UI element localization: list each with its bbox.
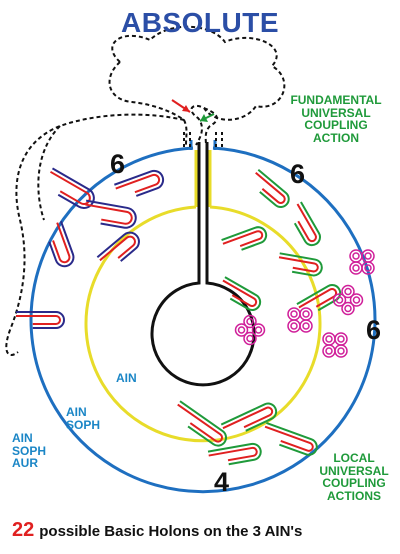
title-absolute: ABSOLUTE bbox=[121, 7, 279, 38]
count-right: 6 bbox=[366, 315, 382, 345]
holon-loop bbox=[293, 201, 321, 247]
footer-text: possible Basic Holons on the 3 AIN's bbox=[39, 523, 303, 540]
holon-loop bbox=[222, 276, 262, 311]
ain-soph-aur-line-3: AUR bbox=[12, 456, 38, 471]
holon-loops bbox=[16, 167, 375, 466]
holon-loop bbox=[48, 220, 75, 268]
holon-loop bbox=[177, 400, 227, 447]
ain-soph-aur-line-2: SOPH bbox=[12, 443, 47, 458]
inner-ring bbox=[84, 205, 322, 443]
ain-soph-aur-label: AIN SOPH AUR bbox=[12, 432, 46, 470]
count-bottom: 4 bbox=[214, 467, 230, 497]
nucleus bbox=[150, 142, 256, 387]
channel-dotted-tops bbox=[183, 132, 223, 150]
green-arrow-icon bbox=[199, 113, 215, 122]
local-coupling-label: LOCAL UNIVERSAL COUPLING ACTIONS bbox=[314, 452, 394, 502]
holon-loop bbox=[278, 252, 323, 277]
ain-soph-line-1: AIN bbox=[66, 405, 87, 419]
footer-number: 22 bbox=[12, 519, 35, 541]
magenta-holon bbox=[349, 249, 375, 275]
local-line-2: UNIVERSAL bbox=[319, 463, 389, 478]
holon-loop bbox=[221, 226, 268, 251]
fundamental-coupling-label: FUNDAMENTAL UNIVERSAL COUPLING ACTION bbox=[272, 94, 400, 144]
magenta-holon bbox=[332, 284, 364, 316]
ain-soph-aur-line-1: AIN bbox=[12, 431, 33, 445]
absolute-cloud-outline bbox=[5, 25, 286, 357]
fundamental-line-2: UNIVERSAL bbox=[301, 105, 371, 120]
ain-soph-line-2: SOPH bbox=[66, 417, 101, 432]
holon-loop bbox=[16, 311, 65, 329]
holon-loop bbox=[255, 168, 290, 208]
magenta-holon bbox=[322, 332, 348, 358]
magenta-holon bbox=[287, 307, 313, 333]
ain-soph-label: AIN SOPH bbox=[66, 406, 100, 431]
local-line-1: LOCAL bbox=[333, 451, 375, 465]
local-line-4: ACTIONS bbox=[327, 488, 381, 503]
red-arrow-icon bbox=[171, 99, 191, 113]
count-upper-right: 6 bbox=[290, 159, 306, 189]
holon-loop bbox=[96, 231, 140, 262]
outer-ring bbox=[29, 146, 377, 494]
fundamental-line-4: ACTION bbox=[313, 130, 359, 145]
absolute-cloud-inner bbox=[203, 107, 218, 146]
holon-loop bbox=[114, 169, 165, 197]
fundamental-line-1: FUNDAMENTAL bbox=[290, 93, 382, 107]
fundamental-line-3: COUPLING bbox=[304, 118, 368, 133]
holon-loop bbox=[207, 442, 262, 466]
holon-loop bbox=[220, 402, 278, 432]
ain-label: AIN bbox=[116, 371, 137, 385]
local-line-3: COUPLING bbox=[322, 476, 386, 491]
count-upper-left: 6 bbox=[110, 149, 126, 179]
holon-loop bbox=[85, 199, 137, 229]
magenta-holon bbox=[234, 314, 266, 346]
holon-loop bbox=[264, 421, 318, 456]
